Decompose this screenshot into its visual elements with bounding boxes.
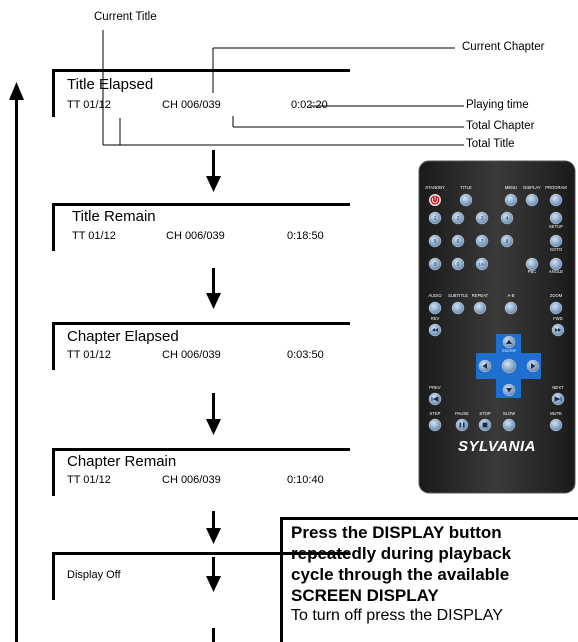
time-readout: 0:10:40: [287, 474, 324, 486]
chapter-counter: CH 006/039: [162, 99, 221, 111]
title-counter: TT 01/12: [67, 474, 111, 486]
menu-button: [504, 193, 518, 207]
title-button: [459, 193, 473, 207]
screen-heading: Title Elapsed: [67, 76, 154, 93]
screen-heading: Title Remain: [72, 208, 156, 225]
svg-text:6: 6: [457, 239, 460, 245]
fwd-label: FWD: [553, 316, 563, 321]
program-button: [549, 193, 563, 207]
svg-text:4: 4: [506, 216, 509, 222]
angle-label: ANGLE: [549, 269, 563, 274]
setup-label: SETUP: [549, 224, 563, 229]
screen-heading: Chapter Elapsed: [67, 328, 179, 345]
standby-label: STANDBY: [425, 185, 445, 190]
display-button: [525, 193, 539, 207]
goto-label: GOTO: [550, 247, 563, 252]
title-counter: TT 01/12: [67, 349, 111, 361]
audio-label: AUDIO: [428, 293, 442, 298]
instruction-body: To turn off press the DISPLAY: [291, 607, 503, 624]
pause-label: PAUSE: [455, 411, 469, 416]
stop-label: STOP: [479, 411, 491, 416]
time-readout: 0:03:50: [287, 349, 324, 361]
svg-text:0: 0: [457, 262, 460, 268]
goto-button: [549, 234, 563, 248]
svg-text:8: 8: [506, 239, 509, 245]
title-counter: TT 01/12: [67, 99, 111, 111]
flow-arrows: [206, 150, 221, 642]
current-title-label: Current Title: [94, 11, 157, 23]
repeat-button: [473, 301, 487, 315]
ab-label: A-B: [508, 293, 515, 298]
zoom-button: [549, 301, 563, 315]
step-label: STEP: [430, 411, 441, 416]
svg-text:9: 9: [434, 262, 437, 268]
svg-text:5: 5: [434, 239, 437, 245]
program-label: PROGRAM: [545, 185, 567, 190]
screen-heading: Chapter Remain: [67, 453, 177, 470]
subtitle-button: [451, 301, 465, 315]
svg-text:2: 2: [457, 216, 460, 222]
down-arrow: [206, 268, 221, 309]
down-arrow: [206, 511, 221, 544]
time-readout: 0:18:50: [287, 230, 324, 242]
number-pad: 1 2 3 4 5 6 7 8 9 0 10+: [428, 211, 563, 271]
angle-button: [549, 257, 563, 271]
next-label: NEXT: [552, 385, 564, 390]
prev-label: PREV: [429, 385, 441, 390]
chapter-counter: CH 006/039: [162, 474, 221, 486]
total-chapter-label: Total Chapter: [466, 120, 535, 132]
down-arrow: [206, 557, 221, 592]
remote-control: STANDBY TITLE MENU DISPLAY PROGRAM SETUP…: [418, 160, 576, 494]
audio-button: [428, 301, 442, 315]
rev-label: REV: [431, 316, 440, 321]
screen-heading: Display Off: [67, 569, 121, 581]
step-button: [428, 418, 442, 432]
menu-label: MENU: [505, 185, 517, 190]
down-arrow: [206, 150, 221, 192]
pbc-label: PBC: [528, 269, 537, 274]
callout-lines: [102, 30, 464, 146]
total-title-label: Total Title: [466, 138, 515, 150]
pause-button: [455, 418, 469, 432]
chapter-counter: CH 006/039: [162, 349, 221, 361]
mute-label: MUTE: [550, 411, 562, 416]
slow-button: [502, 418, 516, 432]
chapter-counter: CH 006/039: [166, 230, 225, 242]
enter-label: ENTER: [502, 348, 516, 353]
svg-text:7: 7: [481, 239, 484, 245]
title-key-label: TITLE: [460, 185, 472, 190]
pbc-button: [525, 257, 539, 271]
title-counter: TT 01/12: [72, 230, 116, 242]
time-readout: 0:02:20: [291, 99, 328, 111]
svg-text:1: 1: [434, 216, 437, 222]
setup-button: [549, 211, 563, 225]
return-arrow: [9, 82, 24, 642]
mute-button: [549, 418, 563, 432]
instruction-heading: Press the DISPLAY button repeatedly duri…: [291, 523, 512, 605]
enter-button: [501, 358, 517, 374]
zoom-label: ZOOM: [550, 293, 563, 298]
display-label: DISPLAY: [523, 185, 541, 190]
subtitle-label: SUBTITLE: [448, 293, 468, 298]
svg-text:3: 3: [481, 216, 484, 222]
ab-button: [504, 301, 518, 315]
playing-time-label: Playing time: [466, 99, 529, 111]
slow-label: SLOW: [503, 411, 515, 416]
down-arrow: [206, 393, 221, 435]
brand-logo: SYLVANIA: [458, 438, 536, 455]
repeat-label: REPEAT: [472, 293, 489, 298]
instruction-note: Press the DISPLAY button repeatedly duri…: [280, 517, 578, 642]
current-chapter-label: Current Chapter: [462, 41, 545, 53]
svg-text:10+: 10+: [479, 262, 486, 267]
